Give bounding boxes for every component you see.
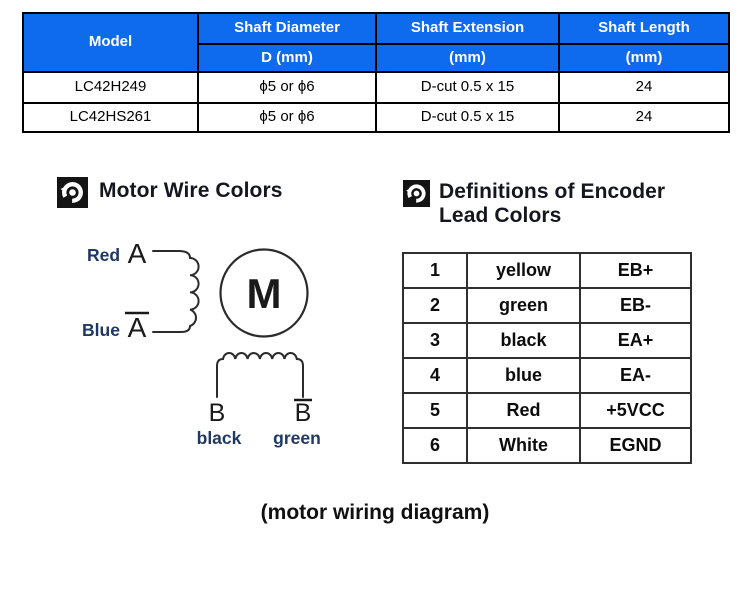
spec-header-shaft-extension: Shaft Extension xyxy=(375,12,560,45)
section-title: Motor Wire Colors xyxy=(99,179,283,202)
phase-b-label: B xyxy=(209,399,226,427)
encoder-color: black xyxy=(466,322,581,359)
phase-a-wire-color-label: Red xyxy=(87,245,120,265)
table-row: LC42H249 ϕ5 or ϕ6 D-cut 0.5 x 15 24 xyxy=(22,71,730,104)
rotation-logo-icon xyxy=(57,177,88,208)
phase-b-bar-label: B xyxy=(295,399,312,427)
spec-cell-length: 24 xyxy=(558,71,730,104)
spec-cell-extension: D-cut 0.5 x 15 xyxy=(375,71,560,104)
spec-cell-extension: D-cut 0.5 x 15 xyxy=(375,102,560,133)
spec-cell-length: 24 xyxy=(558,102,730,133)
encoder-pin: 1 xyxy=(402,252,468,289)
encoder-color: yellow xyxy=(466,252,581,289)
spec-header-model: Model xyxy=(22,12,199,73)
spec-cell-diameter: ϕ5 or ϕ6 xyxy=(197,102,377,133)
encoder-pin: 5 xyxy=(402,392,468,429)
phase-a-bar-label: A xyxy=(128,312,147,343)
encoder-signal: EA+ xyxy=(579,322,692,359)
table-row: LC42HS261 ϕ5 or ϕ6 D-cut 0.5 x 15 24 xyxy=(22,102,730,133)
encoder-signal: EGND xyxy=(579,427,692,464)
diagram-caption: (motor wiring diagram) xyxy=(260,501,490,524)
encoder-pin: 4 xyxy=(402,357,468,394)
encoder-pin: 6 xyxy=(402,427,468,464)
motor-circle xyxy=(219,248,309,338)
encoder-signal: +5VCC xyxy=(579,392,692,429)
phase-b-wire-color-label: black xyxy=(197,428,242,448)
encoder-lead-colors-heading: Definitions of Encoder Lead Colors xyxy=(403,180,665,228)
spec-header-diameter-unit: D (mm) xyxy=(197,43,377,73)
encoder-color: green xyxy=(466,287,581,324)
section-title-line1: Definitions of Encoder xyxy=(439,180,666,203)
spec-header-shaft-length: Shaft Length xyxy=(558,12,730,45)
phase-a-bar-wire-color-label: Blue xyxy=(82,320,120,340)
spec-header-extension-unit: (mm) xyxy=(375,43,560,73)
table-row: 6 White EGND xyxy=(402,427,692,464)
encoder-pin: 3 xyxy=(402,322,468,359)
table-row: 5 Red +5VCC xyxy=(402,392,692,429)
spec-cell-diameter: ϕ5 or ϕ6 xyxy=(197,71,377,104)
phase-a-label: A xyxy=(128,238,147,269)
phase-a-coil xyxy=(152,250,200,333)
spec-header-length-unit: (mm) xyxy=(558,43,730,73)
table-row: 3 black EA+ xyxy=(402,322,692,359)
spec-cell-model: LC42H249 xyxy=(22,71,199,104)
table-row: 4 blue EA- xyxy=(402,357,692,394)
table-row: 1 yellow EB+ xyxy=(402,252,692,289)
table-row: 2 green EB- xyxy=(402,287,692,324)
section-title-line2: Lead Colors xyxy=(439,204,562,227)
encoder-signal: EB- xyxy=(579,287,692,324)
encoder-lead-colors-table: 1 yellow EB+ 2 green EB- 3 black EA+ 4 b… xyxy=(402,252,692,464)
rotation-logo-icon xyxy=(403,180,430,207)
spec-cell-model: LC42HS261 xyxy=(22,102,199,133)
encoder-signal: EA- xyxy=(579,357,692,394)
encoder-color: blue xyxy=(466,357,581,394)
phase-b-coil xyxy=(216,352,304,398)
motor-wire-colors-heading: Motor Wire Colors xyxy=(57,177,283,208)
encoder-signal: EB+ xyxy=(579,252,692,289)
motor-symbol: M xyxy=(247,270,282,317)
encoder-pin: 2 xyxy=(402,287,468,324)
spec-header-shaft-diameter: Shaft Diameter xyxy=(197,12,377,45)
phase-b-bar-wire-color-label: green xyxy=(273,428,321,448)
encoder-color: Red xyxy=(466,392,581,429)
encoder-color: White xyxy=(466,427,581,464)
shaft-spec-table: Model Shaft Diameter Shaft Extension Sha… xyxy=(22,12,730,133)
